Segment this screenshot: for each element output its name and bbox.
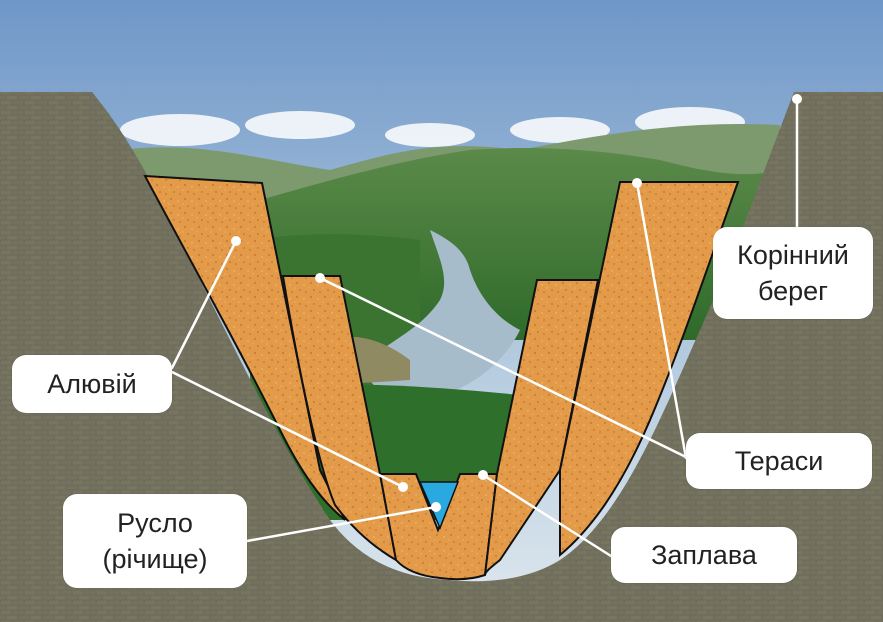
dot-alluvium-lower	[398, 482, 408, 492]
label-alluvium: Алювій	[12, 355, 172, 413]
label-channel-line2: (річище)	[102, 541, 207, 577]
dot-bedrock	[792, 94, 802, 104]
label-bedrock-line2: берег	[758, 273, 828, 309]
label-floodplain-text: Заплава	[651, 537, 757, 573]
label-channel-line1: Русло	[117, 505, 193, 541]
label-terraces: Тераси	[686, 433, 872, 489]
label-bedrock-bank: Корінний берег	[713, 227, 873, 319]
dot-floodplain	[478, 470, 488, 480]
label-bedrock-line1: Корінний	[737, 237, 849, 273]
dot-alluvium-upper	[231, 236, 241, 246]
label-floodplain: Заплава	[611, 527, 797, 583]
label-terraces-text: Тераси	[735, 443, 824, 479]
label-alluvium-text: Алювій	[47, 366, 136, 402]
dot-terrace-left	[315, 273, 325, 283]
label-channel: Русло (річище)	[63, 494, 247, 588]
dot-terrace-right	[632, 178, 642, 188]
dot-channel	[431, 502, 441, 512]
